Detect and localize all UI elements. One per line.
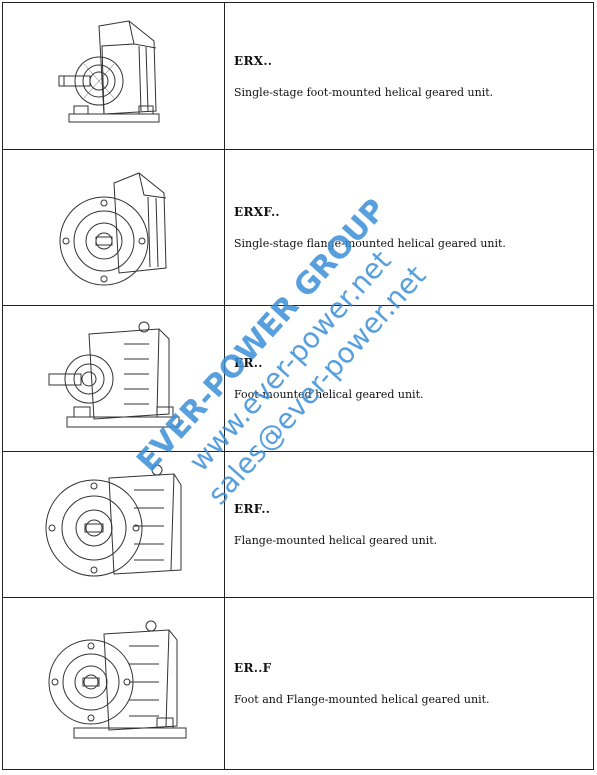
product-row: ERXF.. Single-stage flange-mounted helic… — [2, 149, 594, 306]
product-description: Single-stage flange-mounted helical gear… — [234, 237, 506, 250]
product-info-cell: ERF.. Flange-mounted helical geared unit… — [224, 451, 594, 598]
product-description: Flange-mounted helical geared unit. — [234, 534, 438, 547]
product-image-cell — [2, 451, 225, 598]
product-code: ER.. — [234, 356, 263, 370]
product-info-cell: ERX.. Single-stage foot-mounted helical … — [224, 2, 594, 150]
foot-flange-mounted-gear-unit-drawing — [48, 620, 186, 738]
flange-mounted-gear-unit-drawing — [45, 464, 181, 576]
product-info-cell: ER..F Foot and Flange-mounted helical ge… — [224, 597, 594, 770]
foot-mounted-gear-unit-drawing — [48, 321, 179, 427]
product-image-cell — [2, 149, 225, 306]
product-description: Foot and Flange-mounted helical geared u… — [234, 693, 490, 706]
product-info-cell: ERXF.. Single-stage flange-mounted helic… — [224, 149, 594, 306]
product-code: ERX.. — [234, 53, 273, 68]
product-row: ER.. Foot-mounted helical geared unit. — [2, 305, 594, 452]
product-code: ER..F — [234, 661, 272, 675]
product-description: Foot-mounted helical geared unit. — [234, 388, 424, 401]
product-code: ERF.. — [234, 502, 271, 516]
product-image-cell — [2, 2, 225, 150]
product-row: ER..F Foot and Flange-mounted helical ge… — [2, 597, 594, 770]
foot-mounted-gear-unit-drawing — [58, 20, 159, 123]
product-image-cell — [2, 305, 225, 452]
product-code: ERXF.. — [234, 205, 280, 219]
product-image-cell — [2, 597, 225, 770]
flange-mounted-gear-unit-drawing — [59, 171, 167, 285]
product-row: ERF.. Flange-mounted helical geared unit… — [2, 451, 594, 598]
product-info-cell: ER.. Foot-mounted helical geared unit. — [224, 305, 594, 452]
product-row: ERX.. Single-stage foot-mounted helical … — [2, 2, 594, 150]
product-description: Single-stage foot-mounted helical geared… — [234, 85, 494, 99]
